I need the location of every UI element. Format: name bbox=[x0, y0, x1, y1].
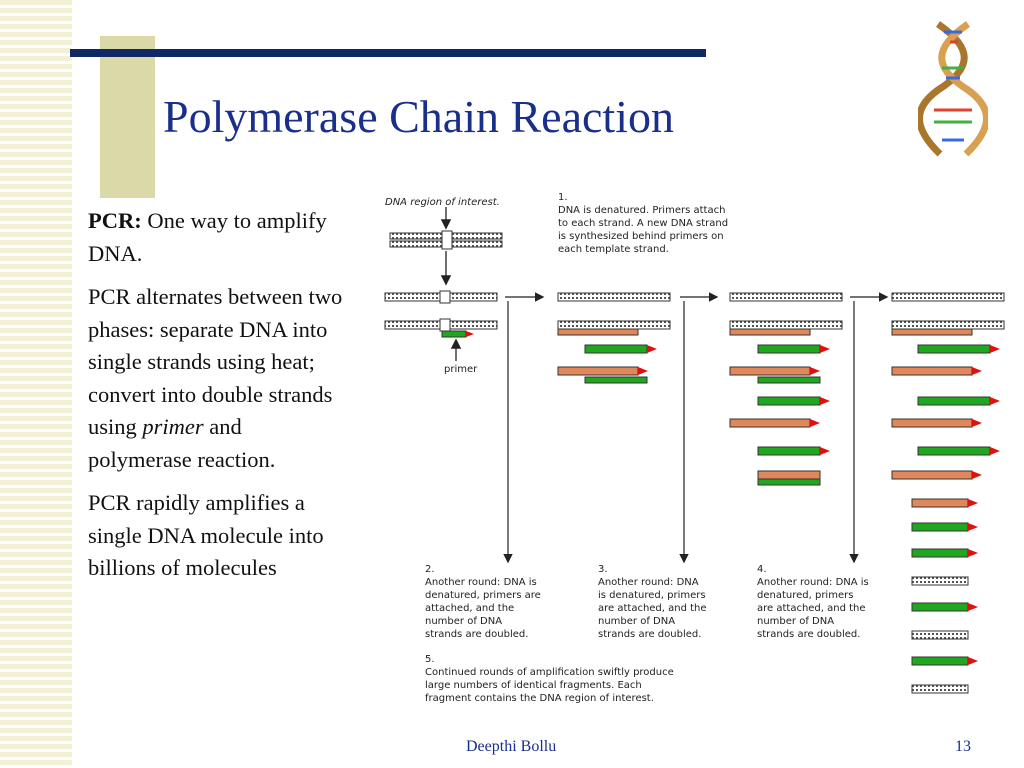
step3-line4: number of DNA bbox=[598, 616, 675, 627]
dna-helix-logo bbox=[918, 21, 988, 157]
phases-text-end: and polymerase reaction. bbox=[88, 414, 276, 472]
primer-label: primer bbox=[444, 364, 478, 375]
region-of-interest-label: DNA region of interest. bbox=[385, 197, 500, 208]
bullet-pcr-definition: PCR: One way to amplify DNA. bbox=[88, 205, 350, 270]
step2-line5: strands are doubled. bbox=[425, 629, 528, 640]
denatured-strands bbox=[384, 290, 498, 338]
step4-line3: are attached, and the bbox=[757, 603, 866, 614]
step1-line1: DNA is denatured. Primers attach bbox=[558, 205, 725, 216]
pcr-diagram: DNA region of interest. 1. DNA is denatu… bbox=[384, 192, 1005, 704]
bullet-pcr-phases: PCR alternates between two phases: separ… bbox=[88, 281, 350, 476]
step3-line3: are attached, and the bbox=[598, 603, 707, 614]
step4-line2: denatured, primers bbox=[757, 590, 853, 601]
step3-line5: strands are doubled. bbox=[598, 629, 701, 640]
pcr-label: PCR: bbox=[88, 208, 142, 233]
step4-line5: strands are doubled. bbox=[757, 629, 860, 640]
round2-strands bbox=[729, 292, 843, 486]
footer-author: Deepthi Bollu bbox=[466, 738, 557, 755]
slide-body: PCR: One way to amplify DNA. PCR alterna… bbox=[88, 205, 350, 596]
striped-margin-decoration bbox=[0, 0, 72, 768]
bullet-pcr-amplification: PCR rapidly amplifies a single DNA molec… bbox=[88, 487, 350, 585]
step2-line3: attached, and the bbox=[425, 603, 514, 614]
step2-line2: denatured, primers are bbox=[425, 590, 541, 601]
original-dna-strand bbox=[389, 230, 503, 250]
step1-line2: to each strand. A new DNA strand bbox=[558, 218, 728, 229]
step3-line1: Another round: DNA bbox=[598, 577, 699, 588]
amplification-text: PCR rapidly amplifies a single DNA molec… bbox=[88, 490, 324, 580]
step5-number: 5. bbox=[425, 654, 435, 665]
step5-line3: fragment contains the DNA region of inte… bbox=[425, 693, 654, 704]
step3-line2: is denatured, primers bbox=[598, 590, 706, 601]
step2-number: 2. bbox=[425, 564, 435, 575]
round1-strands bbox=[557, 292, 671, 384]
step2-line1: Another round: DNA is bbox=[425, 577, 537, 588]
step4-number: 4. bbox=[757, 564, 767, 575]
step4-line1: Another round: DNA is bbox=[757, 577, 869, 588]
step4-line4: number of DNA bbox=[757, 616, 834, 627]
pcr-definition-text: One way to amplify DNA. bbox=[88, 208, 327, 266]
slide-number: 13 bbox=[955, 738, 971, 755]
title-accent-bar bbox=[100, 36, 155, 198]
phases-text-start: PCR alternates between two phases: separ… bbox=[88, 284, 343, 439]
primer-term: primer bbox=[142, 414, 204, 439]
step2-line4: number of DNA bbox=[425, 616, 502, 627]
step1-line3: is synthesized behind primers on bbox=[558, 231, 724, 242]
title-rule-line bbox=[70, 49, 706, 57]
round3-strands bbox=[891, 292, 1005, 694]
step3-number: 3. bbox=[598, 564, 608, 575]
slide-title: Polymerase Chain Reaction bbox=[163, 91, 674, 142]
step5-line2: large numbers of identical fragments. Ea… bbox=[425, 680, 642, 691]
step5-line1: Continued rounds of amplification swiftl… bbox=[425, 667, 674, 678]
step1-number: 1. bbox=[558, 192, 568, 203]
step1-line4: each template strand. bbox=[558, 244, 669, 255]
